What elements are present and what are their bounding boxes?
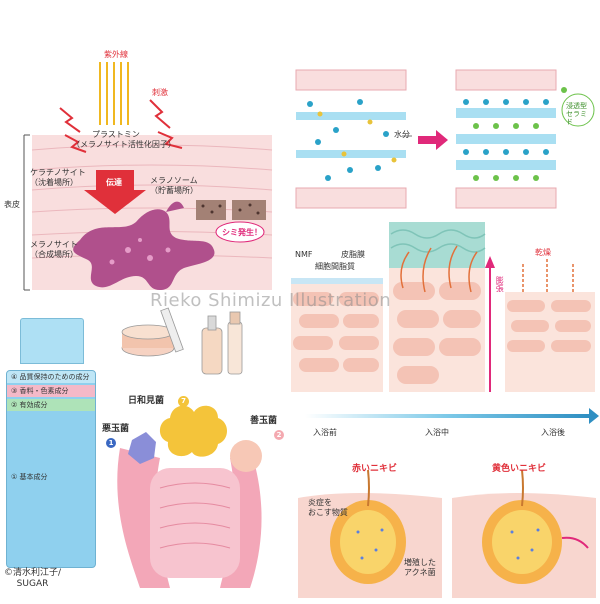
keratinocyte-sub-label: （沈着場所） [30, 178, 78, 187]
bottle-layer-1: ① 基本成分 [11, 473, 48, 481]
bottle-cap [20, 318, 84, 364]
intercellular-label: 細胞間脂質 [315, 262, 355, 271]
opportunist-label: 日和見菌 [128, 396, 165, 406]
bottle-layer-2: ② 有効成分 [7, 399, 95, 411]
water-label: 水分 [394, 130, 410, 139]
acne-illustration [298, 469, 596, 598]
bath-panel: NMF 細胞間脂質 皮脂膜 膨張 乾燥 入浴前 入浴中 入浴後 [285, 222, 600, 452]
inflammation-label-1: 炎症を [308, 498, 332, 507]
credit-line-1: ©清水利江子/ [4, 568, 62, 578]
swelling-label: 膨張 [495, 276, 505, 292]
ingredient-bottle: ④ 品質保持のための成分 ③ 香料・色素成分 ② 有効成分 ① 基本成分 [6, 318, 96, 570]
melanosome-sub-label: （貯蓄場所） [150, 186, 198, 195]
bacteria-label-2: アクネ菌 [404, 568, 436, 577]
before-label: 入浴前 [313, 428, 337, 437]
during-label: 入浴中 [425, 428, 449, 437]
bacteria-label-1: 増殖した [404, 558, 436, 567]
uv-melanin-panel: 紫外線 刺激 プラストミン （メラノサイト活性化因子） 伝達 表皮 ケラチノサイ… [0, 0, 290, 300]
credit-line-2: SUGAR [16, 578, 49, 589]
uv-melanin-illustration [23, 62, 273, 291]
ceramide-panel: 水分 浸透型セラミド [290, 50, 600, 220]
melanocyte-label: メラノサイト [30, 240, 78, 249]
bottle-layer-4: ④ 品質保持のための成分 [7, 371, 95, 383]
bath-illustration [291, 222, 599, 424]
stimulus-label: 刺激 [152, 88, 168, 97]
good-bacteria-num: 2 [274, 430, 284, 440]
gut-panel: 日和見菌 7 悪玉菌 1 善玉菌 2 [100, 388, 290, 600]
melanocyte-sub-label: （合成場所） [30, 250, 78, 259]
spot-label: シミ発生！ [222, 228, 262, 237]
credit: ©清水利江子/ SUGAR [4, 568, 61, 590]
gut-illustration [117, 405, 262, 588]
opportunist-num: 7 [178, 396, 189, 407]
after-label: 入浴後 [541, 428, 565, 437]
ceramide-illustration [295, 69, 595, 209]
sebum-label: 皮脂膜 [341, 250, 365, 259]
epidermis-label: 表皮 [4, 200, 20, 209]
inflammation-label-2: おこす物質 [308, 508, 348, 517]
bad-bacteria-num: 1 [106, 438, 116, 448]
transmit-label: 伝達 [106, 178, 122, 187]
dry-label: 乾燥 [535, 248, 551, 257]
nmf-label: NMF [295, 250, 313, 259]
yellow-acne-label: 黄色いニキビ [492, 464, 547, 474]
good-bacteria-label: 善玉菌 [250, 416, 278, 426]
red-acne-label: 赤いニキビ [352, 464, 398, 474]
bad-bacteria-label: 悪玉菌 [102, 424, 130, 434]
keratinocyte-label: ケラチノサイト [30, 168, 86, 177]
bottle-layer-3: ③ 香料・色素成分 [7, 385, 95, 397]
plastomin-label: プラストミン [92, 130, 140, 139]
plastomin-sub-label: （メラノサイト活性化因子） [72, 140, 176, 149]
cosmetics-panel [118, 302, 268, 382]
cosmetics-illustration [121, 307, 243, 375]
bottle-body: ④ 品質保持のための成分 ③ 香料・色素成分 ② 有効成分 ① 基本成分 [6, 370, 96, 568]
uv-label: 紫外線 [104, 50, 128, 59]
ceramide-label: 浸透型セラミド [566, 102, 587, 127]
melanosome-label: メラノソーム [150, 176, 198, 185]
acne-panel: 赤いニキビ 黄色いニキビ 炎症を おこす物質 増殖した アクネ菌 [292, 458, 600, 600]
